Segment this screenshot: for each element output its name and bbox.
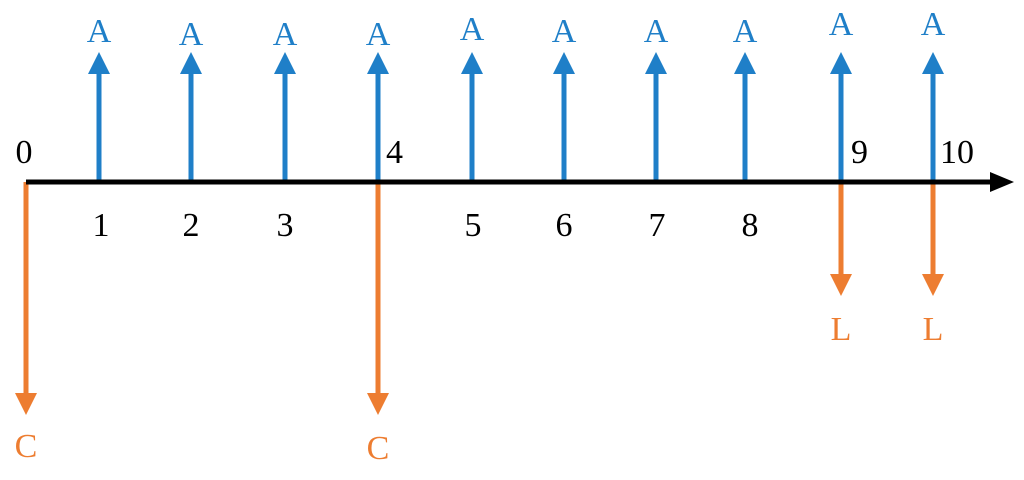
inflow-arrowhead-7 [645, 52, 667, 74]
labels-layer: 0 1 2 3 4 5 6 7 8 9 10 A A A A A A A A A A C C L L [15, 6, 974, 467]
inflow-arrowhead-6 [553, 52, 575, 74]
inflow-label-5: A [460, 11, 485, 48]
inflow-arrowhead-4 [367, 52, 389, 74]
inflow-label-9: A [829, 6, 854, 43]
outflow-arrowhead-4 [367, 393, 389, 415]
period-label-1: 1 [93, 207, 110, 244]
inflow-arrowhead-3 [274, 52, 296, 74]
period-label-2: 2 [183, 207, 200, 244]
inflow-label-3: A [273, 16, 298, 53]
arrows-layer [15, 52, 944, 415]
inflow-arrowhead-9 [830, 52, 852, 74]
inflow-label-4: A [366, 16, 391, 53]
outflow-label-10: L [923, 311, 944, 348]
period-label-10: 10 [940, 134, 974, 171]
inflow-arrowhead-1 [88, 52, 110, 74]
period-label-9: 9 [851, 134, 868, 171]
period-label-5: 5 [465, 207, 482, 244]
period-label-3: 3 [277, 207, 294, 244]
timeline-axis [26, 172, 1014, 192]
inflow-label-8: A [733, 13, 758, 50]
outflow-label-4: C [367, 430, 390, 467]
timeline-arrowhead [990, 172, 1014, 192]
inflow-label-10: A [921, 6, 946, 43]
outflow-label-0: C [15, 428, 38, 465]
period-label-7: 7 [649, 207, 666, 244]
outflow-arrowhead-10 [922, 274, 944, 296]
inflow-arrowhead-8 [734, 52, 756, 74]
inflow-label-7: A [644, 13, 669, 50]
period-label-4: 4 [386, 134, 403, 171]
outflow-arrowhead-0 [15, 393, 37, 415]
period-label-8: 8 [742, 207, 759, 244]
period-label-0: 0 [16, 134, 33, 171]
inflow-arrowhead-2 [180, 52, 202, 74]
outflow-label-9: L [831, 311, 852, 348]
inflow-label-2: A [179, 16, 204, 53]
outflow-arrowhead-9 [830, 274, 852, 296]
inflow-label-1: A [87, 13, 112, 50]
inflow-label-6: A [552, 13, 577, 50]
inflow-arrowhead-5 [461, 52, 483, 74]
period-label-6: 6 [556, 207, 573, 244]
inflow-arrowhead-10 [922, 52, 944, 74]
